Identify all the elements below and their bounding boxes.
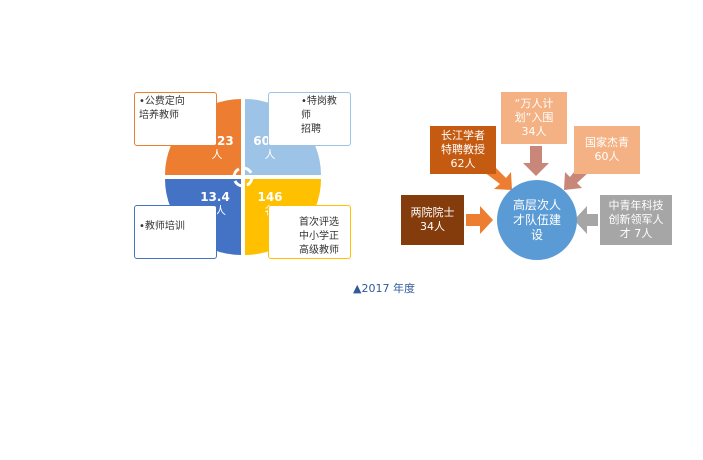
label-br-line-1: 首次评选 [299,217,339,228]
box-yangtze-line-1: 长江学者 [441,129,485,142]
box-zhongqing-line-1: 中青年科技 [608,199,664,212]
box-yangtze-line-2: 特聘教授 [441,143,485,156]
arrow-from-wanren [523,146,549,176]
center-line-3: 设 [530,227,543,242]
box-liangyuan-line-1: 两院院士 [410,206,455,219]
box-wanren-line-3: 34人 [521,125,547,138]
box-guojia: 国家杰青 60人 [574,126,640,174]
box-wanren: “万人计 划”入围 34人 [501,92,567,144]
box-yangtze-line-3: 62人 [450,157,476,170]
label-tr-line-1: •特岗教师 [301,96,337,121]
label-br-line-2: 中小学正 [299,231,339,242]
label-bl: •教师培训 [134,205,217,259]
label-tr: •特岗教师 招聘 [268,92,351,146]
quadrant-tl-unit: 人 [211,148,223,161]
quadrant-br-number: 146 [257,190,283,204]
box-zhongqing: 中青年科技 创新领军人 才 7人 [600,195,672,245]
label-tr-line-2: 招聘 [301,124,321,135]
box-liangyuan: 两院院士 34人 [401,195,464,245]
label-tl-line-2: 培养教师 [139,110,179,121]
label-br: 首次评选 中小学正 高级教师 [268,205,351,259]
quadrant-tr-unit: 人 [264,148,276,161]
caption: ▲2017 年度 [353,282,415,295]
arrow-from-zhongqing [574,206,598,234]
center-circle: 高层次人 才队伍建 设 [497,180,577,260]
center-line-1: 高层次人 [512,197,561,212]
box-guojia-line-1: 国家杰青 [585,136,629,149]
box-wanren-line-1: “万人计 [514,97,554,110]
cycle-icon [232,166,254,188]
box-guojia-line-2: 60人 [594,150,620,163]
label-tl-line-1: •公费定向 [139,96,185,107]
box-zhongqing-line-2: 创新领军人 [608,213,664,226]
quadrant-bl-number: 13.4 [200,190,230,204]
label-tl: •公费定向 培养教师 [134,92,217,146]
box-liangyuan-line-2: 34人 [420,220,445,233]
center-line-2: 才队伍建 [512,212,561,227]
arrow-from-liangyuan [466,206,493,234]
box-wanren-line-2: 划”入围 [514,111,554,124]
box-zhongqing-line-3: 才 7人 [619,227,653,240]
box-yangtze: 长江学者 特聘教授 62人 [430,126,496,174]
label-br-line-3: 高级教师 [299,245,339,256]
label-bl-line-1: •教师培训 [139,221,185,232]
